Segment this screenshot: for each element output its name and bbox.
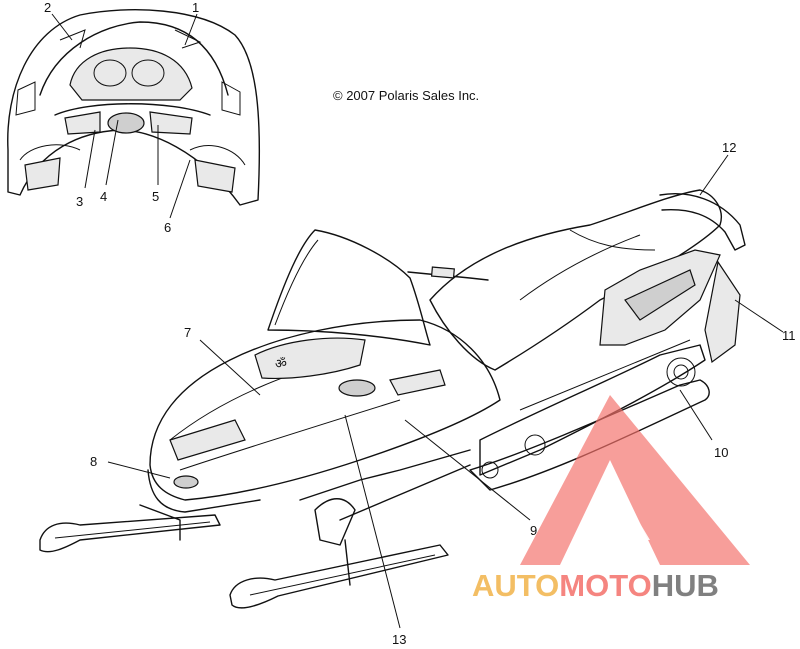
watermark-text: AUTOMOTOHUB <box>472 568 719 603</box>
callout-6: 6 <box>164 220 171 235</box>
snowmobile-drawing: ॐ <box>39 189 746 609</box>
callout-2: 2 <box>44 0 51 15</box>
inset-callout-leaders <box>51 13 198 219</box>
callout-4: 4 <box>100 189 107 204</box>
callout-13: 13 <box>392 632 406 647</box>
dashboard-inset-drawing <box>7 9 261 206</box>
callout-12: 12 <box>722 140 736 155</box>
main-callout-leaders <box>107 154 784 629</box>
callout-10: 10 <box>714 445 728 460</box>
callout-8: 8 <box>90 454 97 469</box>
callout-3: 3 <box>76 194 83 209</box>
callout-labels: 1 2 3 4 5 6 7 8 9 10 11 12 13 <box>44 0 796 647</box>
watermark-triangle-icon <box>520 395 750 565</box>
callout-1: 1 <box>192 0 199 15</box>
automotohub-watermark: AUTOMOTOHUB <box>472 395 750 603</box>
callout-9: 9 <box>530 523 537 538</box>
hood-emblem: ॐ <box>275 356 287 371</box>
callout-5: 5 <box>152 189 159 204</box>
copyright-notice: © 2007 Polaris Sales Inc. <box>333 88 480 103</box>
callout-7: 7 <box>184 325 191 340</box>
callout-11: 11 <box>782 328 796 343</box>
